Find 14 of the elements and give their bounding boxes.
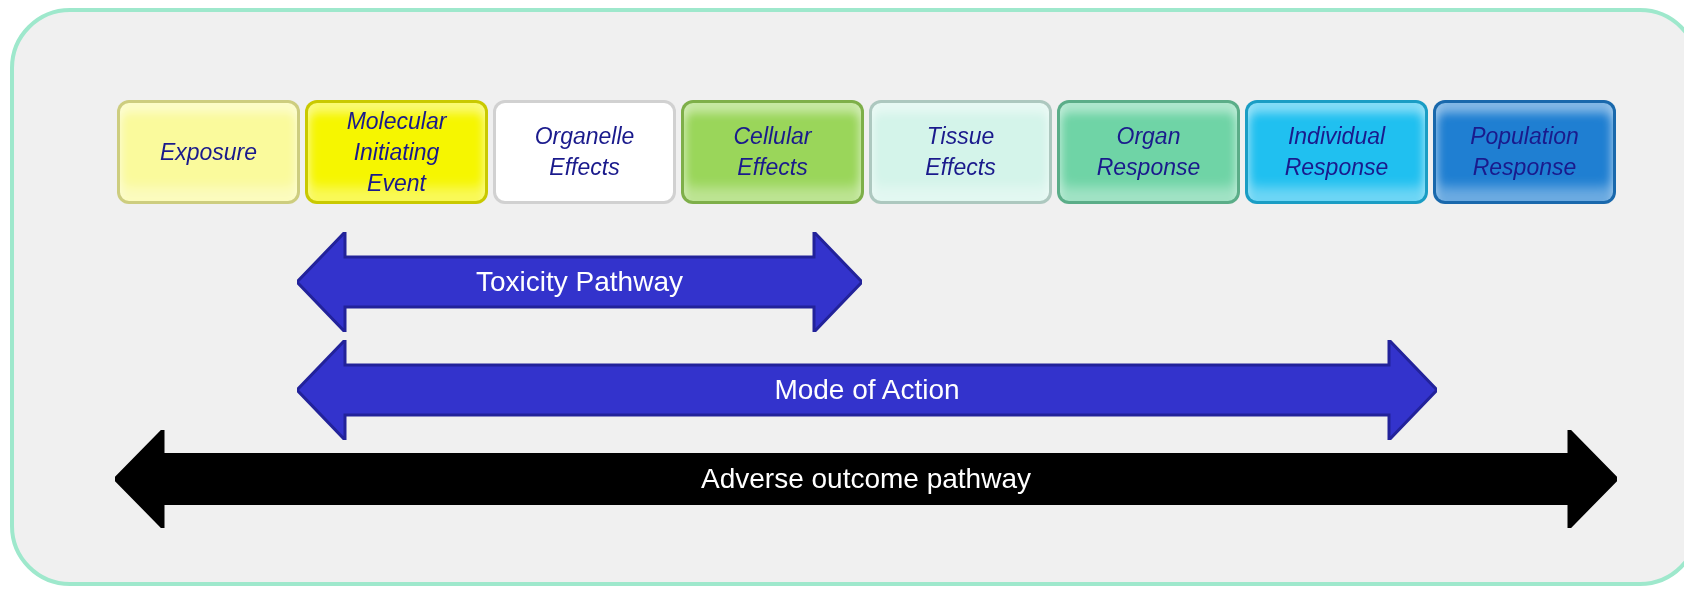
stage-box: Organ Response	[1057, 100, 1240, 204]
stage-box: Cellular Effects	[681, 100, 864, 204]
span-marker	[297, 340, 1437, 440]
stage-box: Organelle Effects	[493, 100, 676, 204]
stage-box: Individual Response	[1245, 100, 1428, 204]
arrow-label: Adverse outcome pathway	[701, 463, 1031, 495]
span-marker	[115, 430, 1617, 528]
stage-box: Molecular Initiating Event	[305, 100, 488, 204]
span-marker	[297, 232, 862, 332]
arrow-label: Mode of Action	[774, 374, 960, 406]
stage-box: Tissue Effects	[869, 100, 1052, 204]
stage-box: Population Response	[1433, 100, 1616, 204]
arrow-label: Toxicity Pathway	[476, 266, 683, 298]
stage-box: Exposure	[117, 100, 300, 204]
